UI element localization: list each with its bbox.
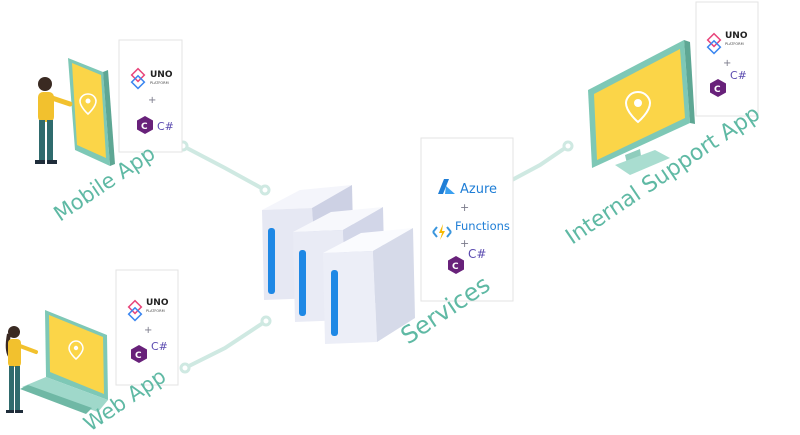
svg-text:C: C (714, 85, 721, 95)
server-icon (262, 185, 415, 344)
csharp-text: C# (730, 69, 747, 82)
csharp-logo-icon: C (710, 79, 726, 97)
csharp-text: C# (157, 120, 174, 133)
svg-text:C: C (452, 262, 459, 272)
azure-functions-logo-icon (432, 224, 452, 240)
uno-sub-text: PLATFORM (146, 309, 165, 313)
csharp-logo-icon: C (137, 116, 153, 134)
csharp-text: C# (151, 340, 168, 353)
location-pin-icon (624, 90, 652, 124)
uno-brand-text: UNO (146, 298, 169, 308)
location-pin-icon (79, 93, 97, 116)
connector-web-services (184, 319, 268, 370)
laptop-icon (20, 310, 108, 414)
uno-sub-text: PLATFORM (150, 81, 169, 85)
internal-tech-card: UNO PLATFORM + C C# (695, 1, 759, 117)
functions-text: Functions (455, 219, 510, 233)
services-tech-card: Azure + Functions + C C# (420, 137, 514, 302)
uno-brand-text: UNO (150, 70, 173, 80)
plus-sign: + (460, 201, 469, 214)
uno-platform-logo-icon (127, 299, 143, 322)
person-icon (35, 77, 73, 164)
web-tech-card: UNO PLATFORM + C C# (115, 269, 179, 386)
svg-text:C: C (141, 122, 148, 132)
azure-logo-icon (438, 179, 455, 194)
plus-sign: + (460, 237, 469, 250)
csharp-text: C# (468, 247, 486, 261)
azure-text: Azure (460, 182, 497, 197)
csharp-logo-icon: C (448, 256, 464, 274)
monitor-icon (588, 40, 695, 175)
uno-platform-logo-icon (706, 32, 722, 55)
csharp-logo-icon: C (131, 345, 147, 363)
connector-endpoints (177, 140, 574, 374)
uno-platform-logo-icon (130, 67, 146, 90)
connector-mobile-services (182, 144, 266, 192)
person-icon (5, 326, 38, 413)
connector-services-internal (511, 144, 570, 182)
svg-text:C: C (135, 351, 142, 361)
uno-sub-text: PLATFORM (725, 42, 744, 46)
plus-sign: + (723, 58, 731, 69)
tablet-icon (68, 58, 115, 166)
mobile-tech-card: UNO PLATFORM + C C# (118, 39, 183, 153)
plus-sign: + (148, 95, 156, 106)
connectors (182, 144, 570, 370)
plus-sign: + (144, 325, 152, 336)
uno-brand-text: UNO (725, 31, 748, 41)
location-pin-icon (68, 340, 84, 360)
